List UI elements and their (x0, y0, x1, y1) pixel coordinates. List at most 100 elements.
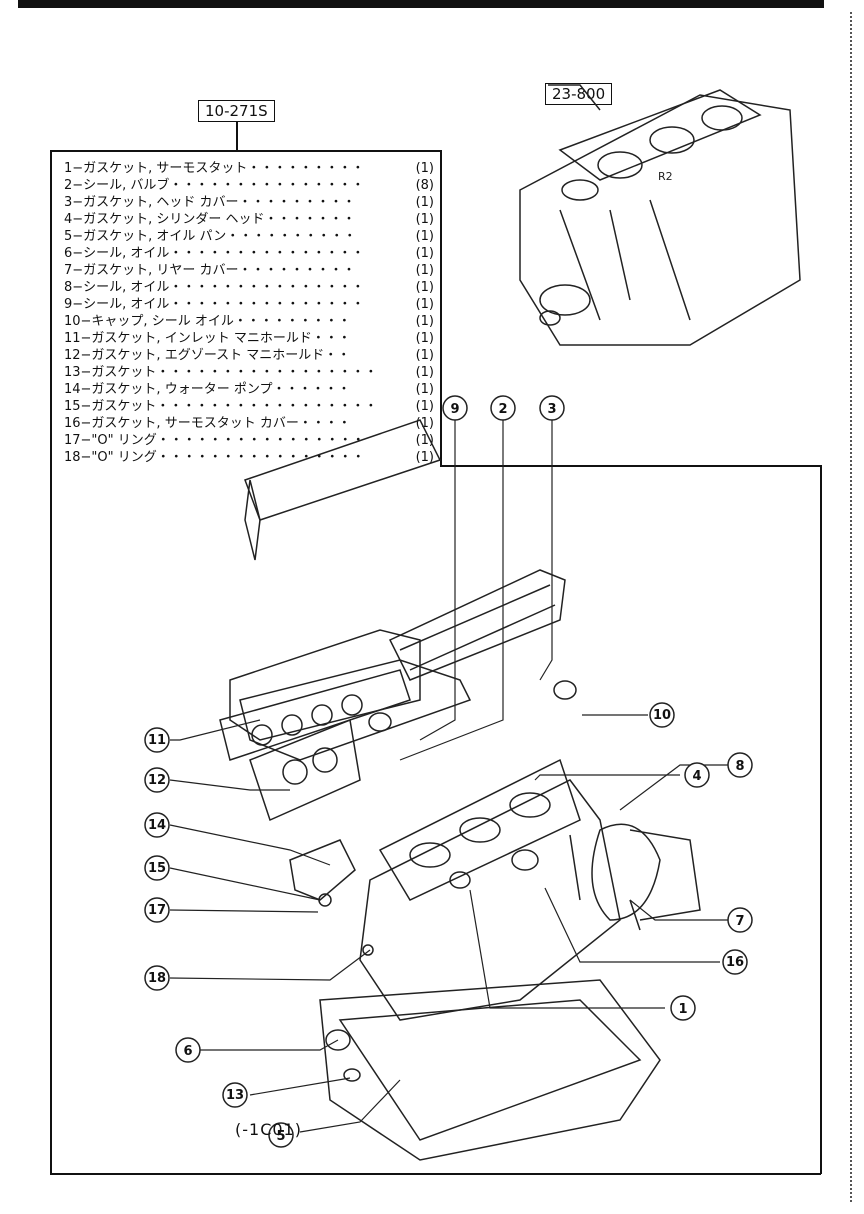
parts-list-row: 3−ガスケット, ヘッド カバー・・・・・・・・・ (1) (64, 194, 434, 211)
svg-text:7: 7 (735, 914, 744, 929)
parts-list-row: 13−ガスケット・・・・・・・・・・・・・・・・・ (1) (64, 364, 434, 381)
callout-10: 10 (649, 702, 675, 728)
callout-4: 4 (684, 762, 710, 788)
parts-list-row: 7−ガスケット, リヤー カバー・・・・・・・・・ (1) (64, 262, 434, 279)
callout-9: 9 (442, 395, 468, 421)
svg-text:9: 9 (450, 402, 459, 417)
parts-list-row: 11−ガスケット, インレット マニホールド・・・ (1) (64, 330, 434, 347)
parts-list-row: 10−キャップ, シール オイル・・・・・・・・・ (1) (64, 313, 434, 330)
svg-text:17: 17 (148, 903, 166, 918)
callout-5: 5 (268, 1122, 294, 1148)
parts-list-row: 6−シール, オイル・・・・・・・・・・・・・・・(1) (64, 245, 434, 262)
part-quantity: (1) (415, 331, 434, 346)
svg-text:6: 6 (183, 1044, 192, 1059)
part-quantity: (1) (415, 263, 434, 278)
callout-15: 15 (144, 855, 170, 881)
svg-text:3: 3 (547, 402, 556, 417)
callout-2: 2 (490, 395, 516, 421)
part-name: 9−シール, オイル・・・・・・・・・・・・・・・ (64, 297, 365, 312)
svg-text:1: 1 (678, 1002, 687, 1017)
part-name: 13−ガスケット・・・・・・・・・・・・・・・・・ (64, 365, 378, 380)
part-name: 15−ガスケット・・・・・・・・・・・・・・・・・ (64, 399, 378, 414)
parts-list-row: 8−シール, オイル・・・・・・・・・・・・・・・ (1) (64, 279, 434, 296)
kit-ref-label: 10-271S (198, 100, 275, 122)
part-quantity: (1) (415, 195, 434, 210)
part-quantity: (1) (415, 450, 434, 465)
frame-bottom (50, 1173, 821, 1175)
part-name: 11−ガスケット, インレット マニホールド・・・ (64, 331, 351, 346)
part-name: 16−ガスケット, サーモスタット カバー・・・・ (64, 416, 351, 431)
part-quantity: (1) (415, 229, 434, 244)
svg-text:14: 14 (148, 818, 166, 833)
svg-text:4: 4 (692, 769, 701, 784)
svg-text:2: 2 (498, 402, 507, 417)
part-quantity: (1) (415, 382, 434, 397)
part-quantity: (8) (415, 178, 434, 193)
part-name: 3−ガスケット, ヘッド カバー・・・・・・・・・ (64, 195, 356, 210)
parts-list-row: 1−ガスケット, サーモスタット・・・・・・・・・ (1) (64, 160, 434, 177)
part-name: 5−ガスケット, オイル パン・・・・・・・・・・ (64, 229, 357, 244)
callout-13: 13 (222, 1082, 248, 1108)
callout-16: 16 (722, 949, 748, 975)
svg-text:15: 15 (148, 861, 166, 876)
svg-text:13: 13 (226, 1088, 244, 1103)
part-quantity: (1) (415, 297, 434, 312)
part-name: 10−キャップ, シール オイル・・・・・・・・・ (64, 314, 351, 329)
frame-right (820, 465, 822, 1174)
part-name: 1−ガスケット, サーモスタット・・・・・・・・・ (64, 161, 365, 176)
callout-7: 7 (727, 907, 753, 933)
serial-note: (-1C01) (235, 1120, 302, 1139)
part-quantity: (1) (415, 399, 434, 414)
part-name: 6−シール, オイル・・・・・・・・・・・・・・・ (64, 246, 365, 261)
svg-text:12: 12 (148, 773, 166, 788)
block-ref-label: 23-800 (545, 83, 613, 105)
frame-step-v (440, 150, 442, 466)
callout-14: 14 (144, 812, 170, 838)
parts-list-row: 4−ガスケット, シリンダー ヘッド・・・・・・・ (1) (64, 211, 434, 228)
page-edge (850, 12, 858, 1202)
svg-text:10: 10 (653, 708, 671, 723)
part-quantity: (1) (415, 433, 434, 448)
parts-list-row: 17−"O" リング・・・・・・・・・・・・・・・・ (1) (64, 432, 434, 449)
part-quantity: (1) (415, 212, 434, 227)
part-name: 12−ガスケット, エグゾースト マニホールド・・ (64, 348, 351, 363)
ref-left-stem (236, 121, 238, 151)
svg-text:8: 8 (735, 759, 744, 774)
callout-6: 6 (175, 1037, 201, 1063)
callout-1: 1 (670, 995, 696, 1021)
part-name: 18−"O" リング・・・・・・・・・・・・・・・・ (64, 450, 365, 465)
svg-text:18: 18 (148, 971, 166, 986)
part-name: 14−ガスケット, ウォーター ポンプ・・・・・・ (64, 382, 351, 397)
part-quantity: (1) (415, 348, 434, 363)
callout-17: 17 (144, 897, 170, 923)
parts-list-row: 12−ガスケット, エグゾースト マニホールド・・ (1) (64, 347, 434, 364)
callout-3: 3 (539, 395, 565, 421)
parts-list-row: 2−シール, バルブ・・・・・・・・・・・・・・・ (8) (64, 177, 434, 194)
part-quantity: (1) (415, 280, 434, 295)
frame-left (50, 150, 52, 1174)
part-name: 2−シール, バルブ・・・・・・・・・・・・・・・ (64, 178, 365, 193)
callout-8: 8 (727, 752, 753, 778)
svg-text:11: 11 (148, 733, 166, 748)
callout-18: 18 (144, 965, 170, 991)
part-quantity: (1) (415, 314, 434, 329)
parts-list: 1−ガスケット, サーモスタット・・・・・・・・・(1)2−シール, バルブ・・… (64, 160, 434, 466)
part-quantity: (1) (415, 161, 434, 176)
gasket-kit-illustration (219, 419, 701, 1161)
leader-lines (169, 420, 740, 1133)
svg-text:5: 5 (276, 1129, 285, 1144)
parts-list-row: 9−シール, オイル・・・・・・・・・・・・・・・ (1) (64, 296, 434, 313)
frame-top (50, 150, 440, 152)
engine-block-illustration: R2 (519, 84, 801, 346)
part-quantity: (1) (415, 365, 434, 380)
part-name: 17−"O" リング・・・・・・・・・・・・・・・・ (64, 433, 365, 448)
callout-12: 12 (144, 767, 170, 793)
svg-text:16: 16 (726, 955, 744, 970)
part-name: 8−シール, オイル・・・・・・・・・・・・・・・ (64, 280, 365, 295)
parts-list-row: 14−ガスケット, ウォーター ポンプ・・・・・・ (1) (64, 381, 434, 398)
part-name: 4−ガスケット, シリンダー ヘッド・・・・・・・ (64, 212, 356, 227)
top-bar (18, 0, 824, 8)
parts-list-row: 15−ガスケット・・・・・・・・・・・・・・・・・ (1) (64, 398, 434, 415)
part-name: 7−ガスケット, リヤー カバー・・・・・・・・・ (64, 263, 356, 278)
